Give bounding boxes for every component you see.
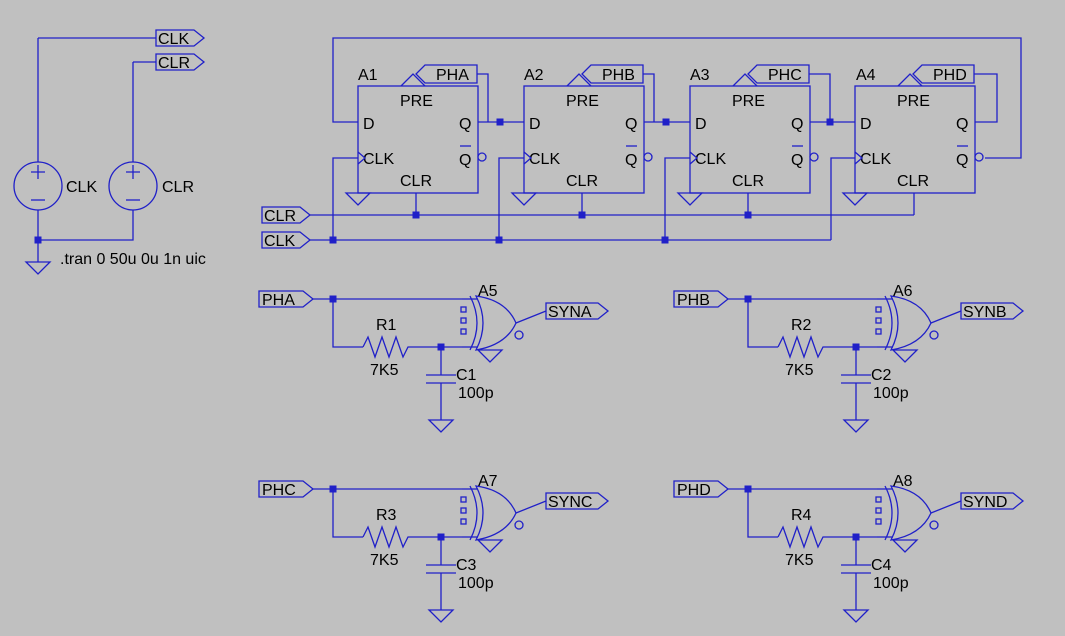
gate-ref: A5 [478,283,498,300]
phase-input-label[interactable]: PHA [258,290,315,309]
shift-register: CLR CLK A1 PRE D Q Q CLK CLR PHA [261,37,1022,250]
sync-block-c[interactable]: PHC R3 7K5 C3 100p [258,473,610,623]
flipflop-a1[interactable]: A1 PRE D Q Q CLK CLR PHA [329,64,489,244]
ground-symbol-sources [24,261,52,275]
phase-input-label[interactable]: PHB [673,290,730,309]
svg-text:SYNC: SYNC [548,494,592,511]
a1-pre-pin: PRE [400,93,433,110]
a1-clk-pin: CLK [363,151,394,168]
clr-net-label[interactable]: CLR [155,53,206,72]
clk-bus-label[interactable]: CLK [261,231,312,250]
a4-clk-pin: CLK [860,151,891,168]
a4-clr-pin: CLR [897,173,929,190]
resistor-ref: R3 [376,507,397,524]
resistor-value: 7K5 [785,362,814,379]
flipflop-a3[interactable]: A3 PRE D Q Q CLK CLR PHC [661,64,831,244]
a2-pre-net-label: PHB [602,67,635,84]
a3-clr-pin: CLR [732,173,764,190]
flipflop-a2-name: A2 [524,67,544,84]
a3-qbar-pin: Q [791,152,803,169]
svg-text:CLR: CLR [158,55,190,72]
a1-pre-net-label: PHA [436,67,469,84]
capacitor-ref: C3 [456,557,477,574]
resistor-value: 7K5 [785,552,814,569]
xnor-gate[interactable]: A5 [460,283,547,363]
resistor-ref: R1 [376,317,397,334]
a4-pre-net-label: PHD [933,67,967,84]
flipflop-a2[interactable]: A2 PRE D Q Q CLK CLR PHB [495,64,655,244]
sync-output-label[interactable]: SYNC [545,492,610,511]
flipflop-a1-name: A1 [358,67,378,84]
resistor-ref: R4 [791,507,812,524]
a1-d-pin: D [363,116,375,133]
a2-d-pin: D [529,116,541,133]
xnor-gate[interactable]: A6 [875,283,962,363]
a3-d-pin: D [695,116,707,133]
sync-block-a[interactable]: PHA R1 7K5 C1 100p [258,283,610,433]
source-section: CLK CLR CLK CLR .tran 0 50u 0u [13,29,206,275]
a4-d-pin: D [860,116,872,133]
a3-pre-pin: PRE [732,93,765,110]
a3-pre-net-label: PHC [768,67,802,84]
a4-q-pin: Q [956,116,968,133]
capacitor-ref: C4 [871,557,892,574]
xnor-gate[interactable]: A8 [875,473,962,553]
a3-q-pin: Q [791,116,803,133]
svg-text:PHD: PHD [677,482,711,499]
svg-text:CLK: CLK [264,233,295,250]
xnor-gate[interactable]: A7 [460,473,547,553]
clr-bus-label[interactable]: CLR [261,206,312,225]
capacitor-ref: C1 [456,367,477,384]
gate-ref: A7 [478,473,498,490]
tran-directive[interactable]: .tran 0 50u 0u 1n uic [60,251,206,268]
a2-clk-pin: CLK [529,151,560,168]
capacitor-ref: C2 [871,367,892,384]
gate-ref: A8 [893,473,913,490]
resistor-value: 7K5 [370,552,399,569]
sync-output-label[interactable]: SYNA [545,302,610,321]
flipflop-a4-name: A4 [856,67,876,84]
clr-voltage-source[interactable]: CLR [108,161,194,211]
flipflop-a3-name: A3 [690,67,710,84]
a2-pre-pin: PRE [566,93,599,110]
a1-q-pin: Q [459,116,471,133]
svg-text:PHB: PHB [677,292,710,309]
capacitor-value: 100p [458,385,494,402]
svg-text:SYND: SYND [963,494,1007,511]
clk-net-label[interactable]: CLK [155,29,206,48]
a2-clr-pin: CLR [566,173,598,190]
gate-ref: A6 [893,283,913,300]
resistor-value: 7K5 [370,362,399,379]
clr-source-label: CLR [162,179,194,196]
a1-qbar-pin: Q [459,152,471,169]
a4-pre-pin: PRE [897,93,930,110]
capacitor-value: 100p [873,575,909,592]
phase-input-label[interactable]: PHC [258,480,315,499]
a4-qbar-pin: Q [956,152,968,169]
sync-block-b[interactable]: PHB R2 7K5 C2 100p [673,283,1025,433]
a3-clk-pin: CLK [695,151,726,168]
svg-text:PHC: PHC [262,482,296,499]
sync-block-d[interactable]: PHD R4 7K5 C4 100p [673,473,1025,623]
phase-input-label[interactable]: PHD [673,480,730,499]
svg-text:CLK: CLK [158,31,189,48]
capacitor-value: 100p [873,385,909,402]
a2-qbar-pin: Q [625,152,637,169]
flipflop-a4[interactable]: A4 PRE D Q Q CLK CLR PHD [830,64,998,240]
clk-source-label: CLK [66,179,97,196]
a1-clr-pin: CLR [400,173,432,190]
svg-text:PHA: PHA [262,292,295,309]
sync-output-label[interactable]: SYNB [960,302,1025,321]
resistor-ref: R2 [791,317,812,334]
a2-q-pin: Q [625,116,637,133]
capacitor-value: 100p [458,575,494,592]
svg-text:SYNA: SYNA [548,304,592,321]
svg-text:SYNB: SYNB [963,304,1007,321]
clk-voltage-source[interactable]: CLK [13,161,97,211]
sync-output-label[interactable]: SYND [960,492,1025,511]
svg-text:CLR: CLR [264,208,296,225]
